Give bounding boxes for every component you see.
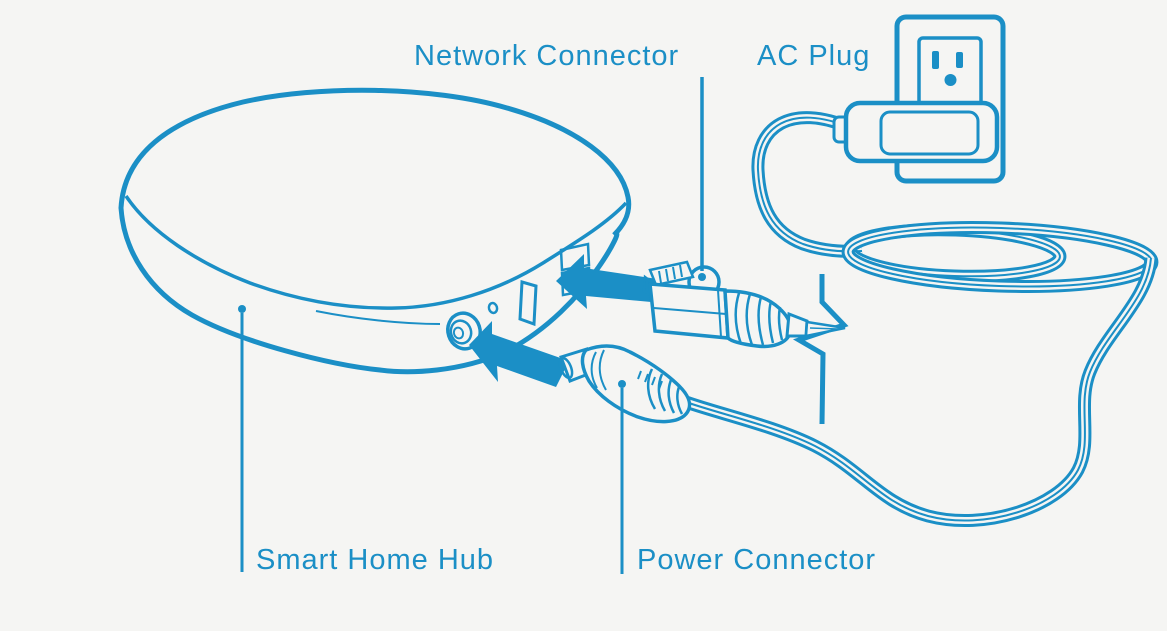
port-slot bbox=[518, 280, 538, 327]
network-connector-drawing bbox=[642, 260, 846, 349]
label-power-connector: Power Connector bbox=[637, 544, 877, 576]
hub-body bbox=[118, 87, 632, 375]
power-connector-leader-dot bbox=[618, 380, 626, 388]
cable-coil-drawing bbox=[847, 223, 1153, 292]
rj45-cable-collar bbox=[785, 311, 809, 338]
power-insert-arrow bbox=[469, 321, 569, 387]
ac-outlet-drawing bbox=[832, 14, 1006, 184]
power-jack bbox=[446, 311, 482, 351]
outlet-slot-right bbox=[956, 52, 963, 68]
network-connector-leader-dot bbox=[698, 273, 706, 281]
label-network-connector: Network Connector bbox=[414, 40, 680, 72]
reset-hole bbox=[487, 301, 499, 315]
label-smart-home-hub: Smart Home Hub bbox=[256, 544, 495, 576]
outlet-ground-hole bbox=[944, 74, 957, 86]
label-ac-plug: AC Plug bbox=[757, 40, 871, 72]
power-connector-drawing bbox=[558, 344, 692, 424]
cable-break-symbol bbox=[792, 274, 849, 425]
rj45-contacts bbox=[648, 260, 695, 287]
power-adapter-drawing bbox=[832, 100, 1000, 164]
outlet-slot-left bbox=[932, 51, 939, 69]
hub-crease-line bbox=[315, 310, 441, 325]
leader-lines bbox=[238, 77, 706, 574]
barrel-body bbox=[580, 344, 692, 424]
ethernet-port bbox=[559, 242, 591, 272]
smart-home-hub-drawing bbox=[118, 87, 632, 375]
network-insert-arrow bbox=[556, 254, 664, 309]
smart-home-hub-leader-dot bbox=[238, 305, 246, 313]
